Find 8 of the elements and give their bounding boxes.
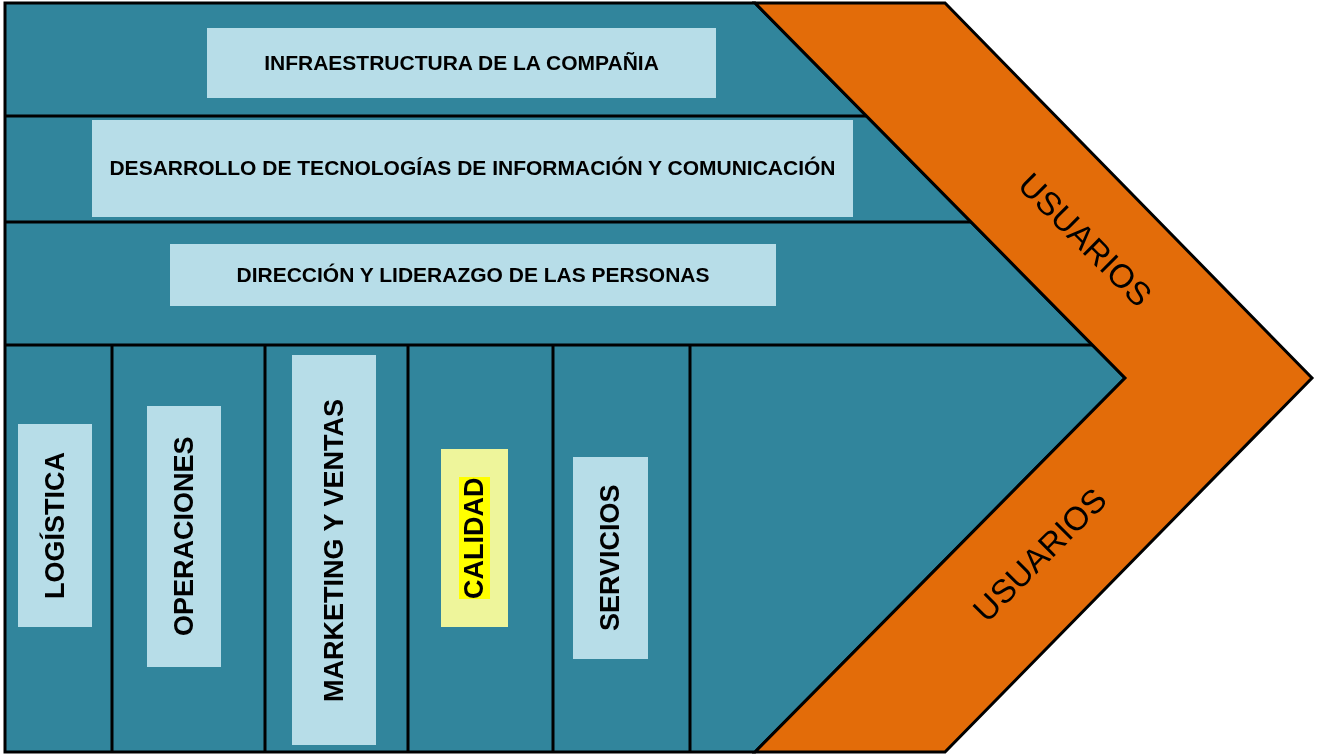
primary-activity-box: MARKETING Y VENTAS [292, 355, 376, 745]
primary-activity-box: LOGÍSTICA [18, 424, 92, 627]
support-activity-box: DIRECCIÓN Y LIDERAZGO DE LAS PERSONAS [170, 244, 776, 306]
primary-activity-box: OPERACIONES [147, 406, 221, 667]
primary-activity-box: SERVICIOS [573, 457, 648, 659]
support-activity-box: DESARROLLO DE TECNOLOGÍAS DE INFORMACIÓN Y COMUNICACIÓN [92, 120, 853, 217]
support-activity-box: INFRAESTRUCTURA DE LA COMPAÑIA [207, 28, 716, 98]
primary-activity-box: CALIDAD [441, 449, 508, 627]
